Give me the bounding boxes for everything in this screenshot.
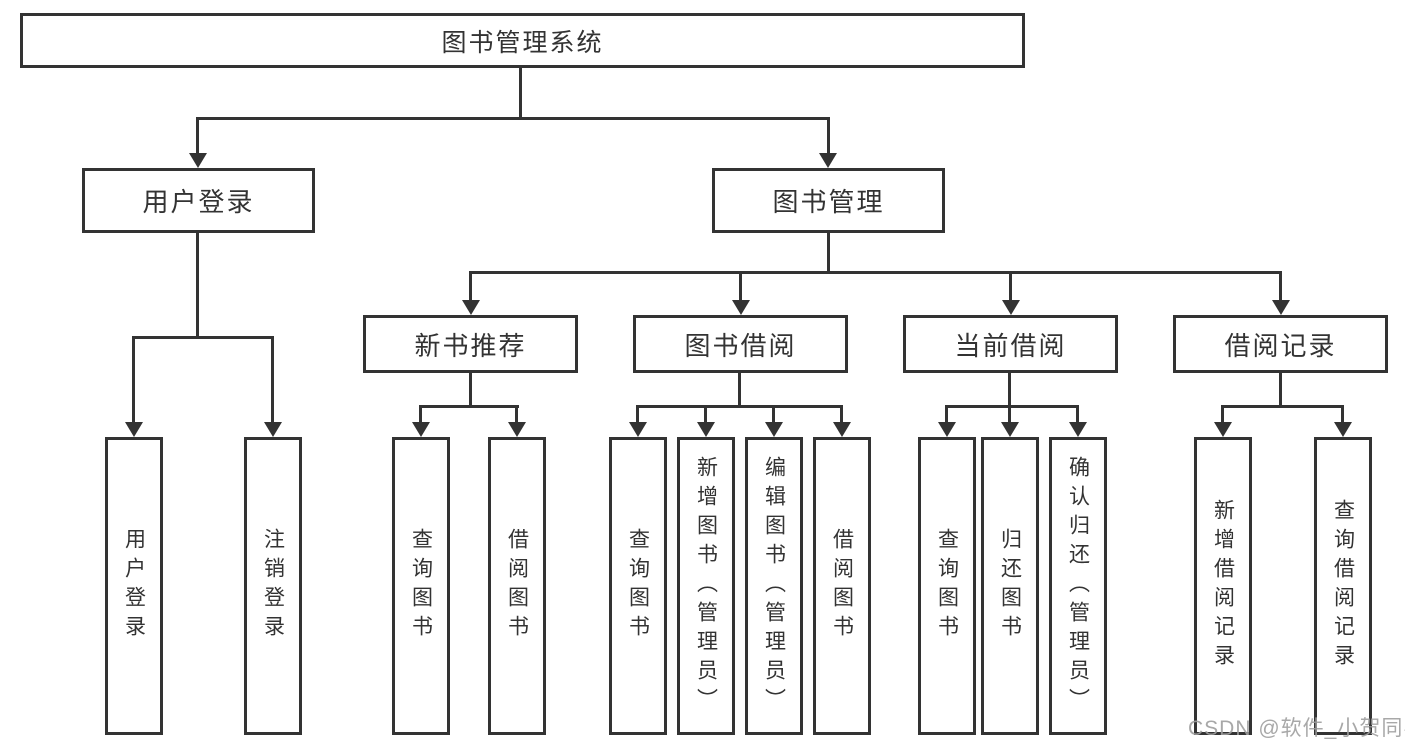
node-user-login: 用户登录 — [82, 168, 315, 233]
arrowhead-query-book-3 — [938, 422, 956, 437]
connector-borrowrecord-arrowline-1 — [1221, 405, 1224, 424]
leaf-edit-book-admin: 编辑图书（管理员） — [745, 437, 803, 735]
arrowhead-leaf-user-login — [125, 422, 143, 437]
arrowhead-add-borrow-record — [1214, 422, 1232, 437]
connector-currentborrow-arrowline-2 — [1008, 405, 1011, 424]
connector-currentborrow-hline — [945, 405, 1079, 408]
connector-bookborrow-arrowline-3 — [772, 405, 775, 424]
leaf-query-book-2: 查询图书 — [609, 437, 667, 735]
node-library-management-system: 图书管理系统 — [20, 13, 1025, 68]
connector-root-arrowline-right — [827, 117, 830, 155]
arrowhead-borrow-record — [1272, 300, 1290, 315]
node-borrow-record: 借阅记录 — [1173, 315, 1388, 373]
connector-currentborrow-arrowline-3 — [1076, 405, 1079, 424]
node-book-borrow: 图书借阅 — [633, 315, 848, 373]
node-new-book-recommend: 新书推荐 — [363, 315, 578, 373]
connector-bookborrow-hline — [636, 405, 843, 408]
arrowhead-user-login — [189, 153, 207, 168]
connector-userlogin-hline — [132, 336, 274, 339]
connector-userlogin-arrowline-2 — [271, 336, 274, 424]
leaf-confirm-return-admin: 确认归还（管理员） — [1049, 437, 1107, 735]
connector-root-hline — [196, 117, 830, 120]
leaf-query-book-1: 查询图书 — [392, 437, 450, 735]
leaf-logout: 注销登录 — [244, 437, 302, 735]
connector-borrowrecord-stub — [1279, 373, 1282, 407]
connector-bookmgmt-arrowline-2 — [739, 271, 742, 301]
leaf-borrow-book-1: 借阅图书 — [488, 437, 546, 735]
node-current-borrow: 当前借阅 — [903, 315, 1118, 373]
arrowhead-new-book-recommend — [462, 300, 480, 315]
arrowhead-query-borrow-record — [1334, 422, 1352, 437]
connector-userlogin-stub — [196, 233, 199, 338]
connector-bookmgmt-arrowline-1 — [469, 271, 472, 301]
node-book-management: 图书管理 — [712, 168, 945, 233]
leaf-borrow-book-2: 借阅图书 — [813, 437, 871, 735]
arrowhead-confirm-return — [1069, 422, 1087, 437]
connector-root-stub — [519, 68, 522, 119]
connector-borrowrecord-hline — [1221, 405, 1344, 408]
connector-bookborrow-stub — [738, 373, 741, 407]
arrowhead-leaf-logout — [264, 422, 282, 437]
connector-bookborrow-arrowline-4 — [840, 405, 843, 424]
connector-bookborrow-arrowline-1 — [636, 405, 639, 424]
connector-bookmgmt-stub — [827, 233, 830, 273]
arrowhead-book-management — [819, 153, 837, 168]
connector-newbook-arrowline-1 — [419, 405, 422, 424]
arrowhead-add-book — [697, 422, 715, 437]
arrowhead-return-book — [1001, 422, 1019, 437]
arrowhead-current-borrow — [1002, 300, 1020, 315]
leaf-query-book-3: 查询图书 — [918, 437, 976, 735]
arrowhead-edit-book — [765, 422, 783, 437]
connector-newbook-hline — [419, 405, 519, 408]
csdn-watermark: CSDN @软件_小贺同学 — [1188, 717, 1405, 740]
connector-bookborrow-arrowline-2 — [704, 405, 707, 424]
arrowhead-borrow-book-2 — [833, 422, 851, 437]
connector-newbook-arrowline-2 — [515, 405, 518, 424]
connector-newbook-stub — [469, 373, 472, 407]
connector-userlogin-arrowline-1 — [132, 336, 135, 424]
connector-root-arrowline-left — [196, 117, 199, 155]
connector-currentborrow-stub — [1008, 373, 1011, 407]
leaf-return-book: 归还图书 — [981, 437, 1039, 735]
arrowhead-book-borrow — [732, 300, 750, 315]
arrowhead-borrow-book-1 — [508, 422, 526, 437]
arrowhead-query-book-1 — [412, 422, 430, 437]
connector-bookmgmt-hline — [469, 271, 1282, 274]
connector-borrowrecord-arrowline-2 — [1341, 405, 1344, 424]
connector-bookmgmt-arrowline-3 — [1009, 271, 1012, 301]
connector-bookmgmt-arrowline-4 — [1279, 271, 1282, 301]
leaf-add-borrow-record: 新增借阅记录 — [1194, 437, 1252, 735]
connector-currentborrow-arrowline-1 — [945, 405, 948, 424]
leaf-user-login: 用户登录 — [105, 437, 163, 735]
arrowhead-query-book-2 — [629, 422, 647, 437]
leaf-query-borrow-record: 查询借阅记录 — [1314, 437, 1372, 735]
leaf-add-book-admin: 新增图书（管理员） — [677, 437, 735, 735]
